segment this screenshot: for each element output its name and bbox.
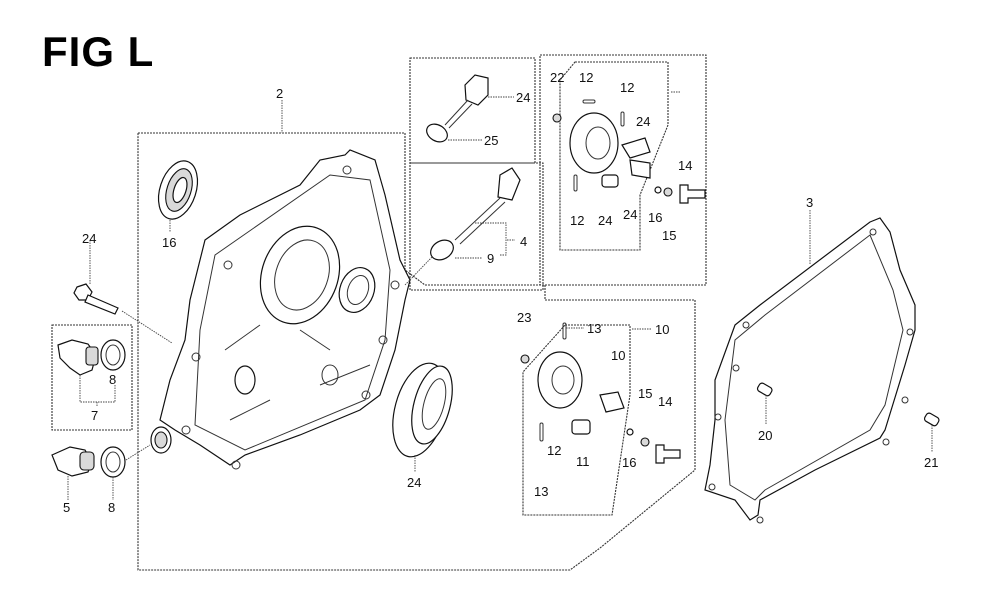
oil-switch-group-box [409,57,536,164]
oil-gauge-group-box [409,162,544,291]
callout-20: 24 [407,475,421,490]
filler-cap-group-box [51,324,133,431]
callout-8-filler: 8 [109,372,116,387]
leader-7-to-seal [125,444,151,461]
callout-14-bottom: 15 [638,386,652,401]
callout-15-bottom: 16 [622,455,636,470]
callout-17: 16 [162,235,176,250]
main-group-outline [137,132,696,571]
callout-9: 10 [655,322,669,337]
oil-gauge-drawing [430,167,521,261]
figure-title: FIG L [42,28,155,75]
crankcase-cover-drawing [159,149,411,470]
governor-23-outer-box [539,54,707,286]
callout-12-gov9-top: 13 [587,321,601,336]
oil-seal-17-drawing [157,160,199,220]
filler-cap-drawing [57,339,126,376]
callout-15-top: 16 [648,210,662,225]
callout-21: 24 [516,90,530,105]
callout-12-top-b: 12 [620,80,634,95]
drain-plug-drawing [51,446,126,478]
callout-13-top: 14 [678,158,692,173]
callout-24-middle: 24 [623,207,637,222]
leader-19-to-cover [121,310,173,344]
callout-12-top-c: 12 [570,213,584,228]
callout-18-top: 22 [550,70,564,85]
leader-gauge-to-cover [404,256,433,286]
bearing-20-drawing [392,362,453,458]
callout-16-b: 21 [924,455,938,470]
callout-12-gov9-bottom: 13 [534,484,548,499]
leader-4-bracket [475,222,507,256]
callout-12-top-a: 12 [579,70,593,85]
governor-23-inner-box [559,61,669,251]
callout-5: 5 [63,500,70,515]
callout-16-a: 20 [758,428,772,443]
callout-10-bottom: 11 [576,454,590,469]
oil-level-switch-drawing [426,74,489,143]
callout-8-gauge: 9 [487,251,494,266]
governor-9-inner-box [522,324,631,516]
small-oil-seal-drawing [150,426,172,454]
flange-bolt-19-drawing [73,283,119,315]
callout-2: 2 [276,86,283,101]
callout-24-top: 24 [636,114,650,129]
callout-19: 24 [82,231,96,246]
callout-6: 7 [91,408,98,423]
gasket-3-drawing [704,217,940,524]
callout-14-top: 15 [662,228,676,243]
governor-23-drawing [552,99,706,204]
callout-13-bottom: 14 [658,394,672,409]
callout-11: 12 [547,443,561,458]
governor-9-drawing [520,322,681,464]
leader-6-bracket [79,375,116,403]
callout-24-bottom: 24 [598,213,612,228]
callout-4: 4 [520,234,527,249]
callout-10-top: 10 [611,348,625,363]
callout-22: 25 [484,133,498,148]
callout-7: 8 [108,500,115,515]
callout-3: 3 [806,195,813,210]
callout-18-bottom: 23 [517,310,531,325]
